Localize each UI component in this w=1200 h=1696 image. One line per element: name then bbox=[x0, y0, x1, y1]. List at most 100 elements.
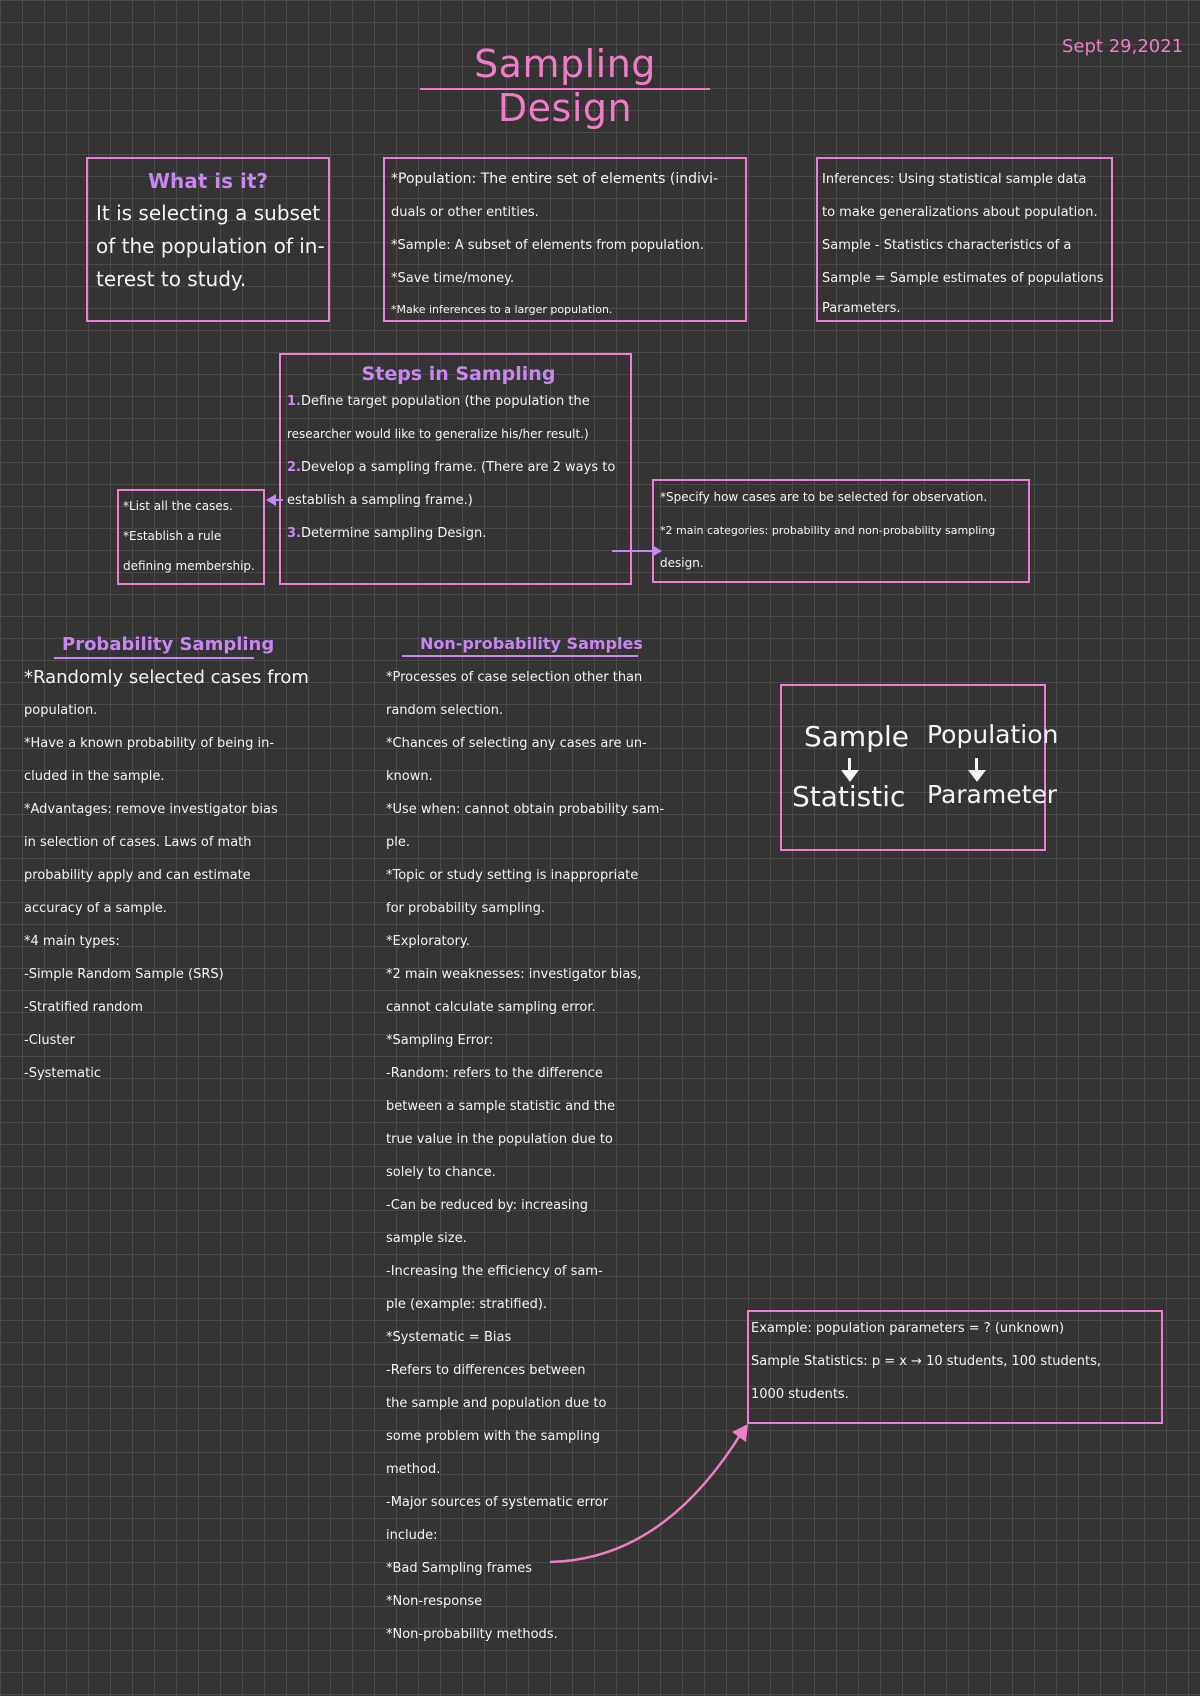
probability-line: cluded in the sample. bbox=[24, 769, 165, 784]
step-line: 1.Define target population (the populati… bbox=[287, 385, 630, 418]
nonprobability-line: true value in the population due to bbox=[386, 1132, 613, 1147]
parameter-label: Parameter bbox=[927, 780, 1058, 809]
nonprobability-line: -Refers to differences between bbox=[386, 1363, 586, 1378]
arrow-to-example-head bbox=[732, 1424, 748, 1442]
frame-line: *List all the cases. bbox=[123, 499, 233, 513]
probability-line: -Cluster bbox=[24, 1033, 75, 1048]
step-number: 1. bbox=[287, 394, 301, 409]
nonprobability-line: between a sample statistic and the bbox=[386, 1099, 616, 1114]
page-date: Sept 29,2021 bbox=[1062, 36, 1184, 57]
nonprobability-line: *Non-response bbox=[386, 1594, 483, 1609]
inferences-box: Inferences: Using statistical sample dat… bbox=[816, 157, 1113, 322]
nonprobability-line: *Exploratory. bbox=[386, 934, 470, 949]
what-line: It is selecting a subset bbox=[96, 201, 321, 225]
probability-line: *Advantages: remove investigator bias bbox=[24, 802, 278, 817]
arrow-to-design-head bbox=[652, 545, 662, 557]
inferences-line: Parameters. bbox=[822, 301, 901, 316]
what-is-it-heading: What is it? bbox=[147, 169, 269, 193]
nonprobability-line: include: bbox=[386, 1528, 438, 1543]
probability-line: -Stratified random bbox=[24, 1000, 144, 1015]
statistic-label: Statistic bbox=[792, 780, 906, 813]
steps-box: Steps in Sampling 1.Define target popula… bbox=[279, 353, 632, 585]
nonprobability-line: *Topic or study setting is inappropriate bbox=[386, 868, 639, 883]
title-underline bbox=[420, 88, 710, 90]
probability-line: -Simple Random Sample (SRS) bbox=[24, 967, 224, 982]
inferences-line: Inferences: Using statistical sample dat… bbox=[822, 172, 1087, 187]
step-text: Develop a sampling frame. (There are 2 w… bbox=[300, 460, 616, 475]
arrow-to-frame-head bbox=[266, 494, 276, 506]
step-text: Define target population (the population… bbox=[300, 394, 590, 409]
example-line: Sample Statistics: p = x → 10 students, … bbox=[751, 1354, 1102, 1369]
population-line: *Save time/money. bbox=[391, 271, 515, 286]
design-line: design. bbox=[660, 556, 704, 570]
what-is-it-text: It is selecting a subset of the populati… bbox=[88, 197, 328, 296]
nonprobability-line: some problem with the sampling bbox=[386, 1429, 600, 1444]
nonprobability-line: known. bbox=[386, 769, 433, 784]
inferences-line: Sample - Statistics characteristics of a bbox=[822, 238, 1072, 253]
nonprobability-line: *Sampling Error: bbox=[386, 1033, 494, 1048]
population-line: *Make inferences to a larger population. bbox=[391, 303, 613, 316]
nonprobability-line: *Use when: cannot obtain probability sam… bbox=[386, 802, 665, 817]
step-text: establish a sampling frame.) bbox=[287, 493, 473, 508]
sample-population-box: Sample Population Statistic Parameter bbox=[780, 684, 1058, 851]
nonprobability-line: *2 main weaknesses: investigator bias, bbox=[386, 967, 642, 982]
page-title: Sampling Design bbox=[474, 42, 656, 130]
probability-line: *Randomly selected cases from bbox=[24, 667, 309, 688]
design-line: *Specify how cases are to be selected fo… bbox=[660, 490, 988, 504]
step-number: 3. bbox=[287, 526, 301, 541]
nonprobability-line: *Chances of selecting any cases are un- bbox=[386, 736, 647, 751]
nonprobability-line: -Can be reduced by: increasing bbox=[386, 1198, 588, 1213]
example-line: 1000 students. bbox=[751, 1387, 849, 1402]
population-arrow-icon bbox=[968, 770, 986, 782]
nonprobability-line: -Random: refers to the difference bbox=[386, 1066, 603, 1081]
nonprobability-heading: Non-probability Samples bbox=[420, 634, 643, 653]
nonprobability-line: *Bad Sampling frames bbox=[386, 1561, 533, 1576]
nonprobability-line: cannot calculate sampling error. bbox=[386, 1000, 596, 1015]
inferences-line: to make generalizations about population… bbox=[822, 205, 1098, 220]
nonprobability-heading-underline bbox=[402, 655, 638, 657]
sample-arrow-stem bbox=[848, 758, 851, 772]
probability-line: -Systematic bbox=[24, 1066, 101, 1081]
nonprobability-line: *Processes of case selection other than bbox=[386, 670, 643, 685]
probability-heading: Probability Sampling bbox=[62, 634, 275, 655]
population-line: *Sample: A subset of elements from popul… bbox=[391, 238, 704, 253]
nonprobability-line: sample size. bbox=[386, 1231, 467, 1246]
frame-line: defining membership. bbox=[123, 559, 255, 573]
probability-line: population. bbox=[24, 703, 98, 718]
arrow-to-example bbox=[549, 1431, 744, 1564]
nonprobability-list: *Processes of case selection other than … bbox=[386, 661, 664, 1651]
nonprobability-line: method. bbox=[386, 1462, 441, 1477]
population-line: *Population: The entire set of elements … bbox=[391, 171, 719, 187]
steps-heading: Steps in Sampling bbox=[361, 363, 556, 385]
inferences-line: Sample = Sample estimates of populations bbox=[822, 271, 1104, 286]
sample-label: Sample bbox=[804, 720, 909, 753]
probability-list: *Randomly selected cases from population… bbox=[24, 661, 309, 1090]
nonprobability-line: ple (example: stratified). bbox=[386, 1297, 548, 1312]
nonprobability-line: the sample and population due to bbox=[386, 1396, 607, 1411]
step-text: Determine sampling Design. bbox=[300, 526, 487, 541]
probability-line: in selection of cases. Laws of math bbox=[24, 835, 252, 850]
nonprobability-line: solely to chance. bbox=[386, 1165, 496, 1180]
step-text: researcher would like to generalize his/… bbox=[287, 427, 589, 441]
probability-heading-underline bbox=[54, 657, 254, 659]
step-line: 2.Develop a sampling frame. (There are 2… bbox=[287, 451, 630, 484]
example-line: Example: population parameters = ? (unkn… bbox=[751, 1321, 1065, 1336]
population-label: Population bbox=[927, 720, 1059, 749]
nonprobability-line: *Systematic = Bias bbox=[386, 1330, 512, 1345]
step-line: 3.Determine sampling Design. bbox=[287, 517, 630, 550]
step-line: researcher would like to generalize his/… bbox=[287, 418, 630, 451]
nonprobability-line: random selection. bbox=[386, 703, 504, 718]
population-line: duals or other entities. bbox=[391, 205, 539, 220]
probability-line: probability apply and can estimate bbox=[24, 868, 251, 883]
population-box: *Population: The entire set of elements … bbox=[383, 157, 747, 322]
what-line: of the population of in- bbox=[96, 234, 325, 258]
example-box: Example: population parameters = ? (unkn… bbox=[747, 1310, 1163, 1424]
probability-line: accuracy of a sample. bbox=[24, 901, 167, 916]
what-line: terest to study. bbox=[96, 267, 247, 291]
nonprobability-line: -Major sources of systematic error bbox=[386, 1495, 609, 1510]
nonprobability-line: ple. bbox=[386, 835, 410, 850]
population-arrow-stem bbox=[975, 758, 978, 772]
probability-line: *Have a known probability of being in- bbox=[24, 736, 275, 751]
frame-line: *Establish a rule bbox=[123, 529, 222, 543]
